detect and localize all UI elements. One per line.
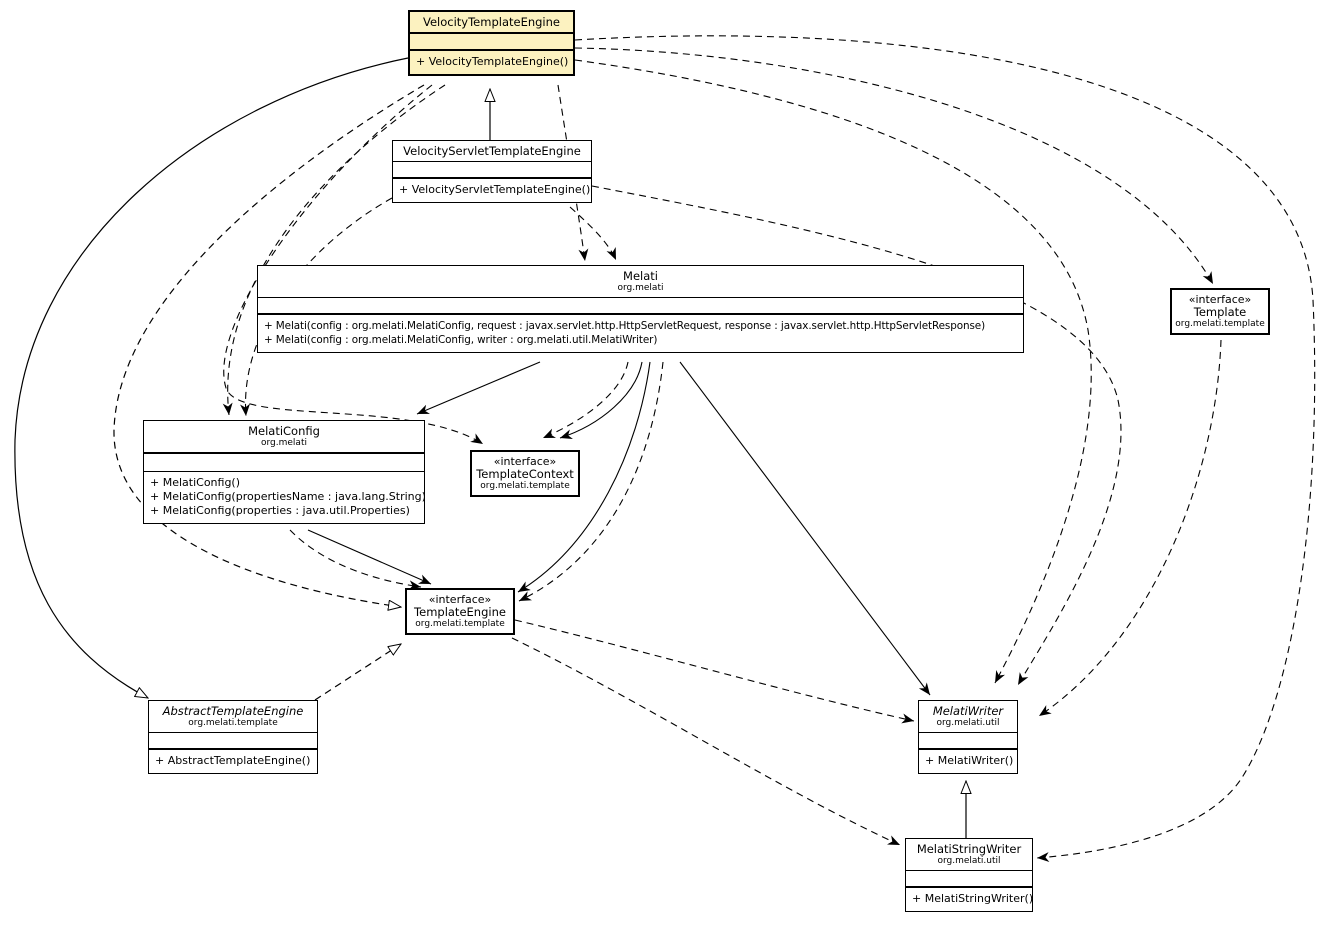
class-template-context[interactable]: «interface» TemplateContext org.melati.t… bbox=[470, 450, 580, 497]
class-title: VelocityServletTemplateEngine bbox=[393, 141, 591, 162]
class-melati-string-writer[interactable]: MelatiStringWriter org.melati.util + Mel… bbox=[905, 838, 1033, 912]
package-label: org.melati bbox=[261, 438, 307, 448]
class-name: MelatiConfig bbox=[248, 424, 320, 438]
edge-velocityservlettemplateengine-dependency-melaticonfig bbox=[240, 197, 393, 417]
edge-melati-dependency-templateengine bbox=[518, 361, 664, 602]
class-name: Template bbox=[1193, 305, 1247, 319]
attributes-compartment bbox=[410, 34, 573, 51]
edge-velocitytemplateengine-generalization-abstracttemplateengine bbox=[14, 57, 409, 698]
methods-compartment: + MelatiConfig() + MelatiConfig(properti… bbox=[144, 472, 426, 523]
attributes-compartment bbox=[906, 871, 1032, 888]
edge-abstracttemplateengine-realization-templateengine bbox=[314, 644, 401, 701]
edge-melati-dependency-templatecontext bbox=[542, 361, 629, 439]
class-template-engine[interactable]: «interface» TemplateEngine org.melati.te… bbox=[405, 588, 515, 635]
edge-velocityservlettemplateengine-dependency-melatiwriter bbox=[591, 185, 1122, 686]
method-label: + MelatiConfig() bbox=[150, 476, 241, 489]
edge-velocitytemplateengine-dependency-templatecontext bbox=[223, 84, 484, 445]
edge-melati-association-melaticonfig bbox=[416, 361, 541, 415]
method-label: + MelatiWriter() bbox=[925, 754, 1014, 767]
class-name: MelatiStringWriter bbox=[916, 842, 1022, 856]
package-label: org.melati.util bbox=[936, 718, 1000, 728]
methods-compartment: + MelatiWriter() bbox=[919, 750, 1017, 773]
edge-velocitytemplateengine-dependency-melatistringwriter bbox=[574, 35, 1316, 863]
package-label: org.melati.template bbox=[480, 481, 570, 491]
edge-velocitytemplateengine-dependency-melaticonfig bbox=[222, 84, 446, 416]
attributes-compartment bbox=[144, 454, 424, 472]
edge-velocityservlettemplateengine-dependency-melati bbox=[569, 206, 617, 261]
class-title: MelatiWriter org.melati.util bbox=[919, 701, 1017, 733]
method-label: + VelocityTemplateEngine() bbox=[416, 55, 569, 68]
class-name: AbstractTemplateEngine bbox=[162, 704, 304, 718]
class-name: TemplateEngine bbox=[414, 605, 506, 619]
package-label: org.melati.template bbox=[188, 718, 278, 728]
edge-velocitytemplateengine-realization-templateengine bbox=[113, 84, 425, 607]
methods-compartment: + MelatiStringWriter() bbox=[906, 888, 1034, 911]
class-title: VelocityTemplateEngine bbox=[410, 12, 573, 34]
class-title: AbstractTemplateEngine org.melati.templa… bbox=[149, 701, 317, 733]
class-velocity-servlet-template-engine[interactable]: VelocityServletTemplateEngine + Velocity… bbox=[392, 140, 592, 203]
methods-compartment: + VelocityTemplateEngine() bbox=[410, 51, 573, 74]
edge-velocitytemplateengine-dependency-melati bbox=[557, 84, 589, 262]
method-label: + Melati(config : org.melati.MelatiConfi… bbox=[264, 320, 986, 332]
attributes-compartment bbox=[149, 733, 317, 750]
class-template[interactable]: «interface» Template org.melati.template bbox=[1170, 288, 1270, 335]
edge-melati-association-templateengine bbox=[517, 361, 651, 593]
class-name: Melati bbox=[623, 269, 658, 283]
edge-templateengine-dependency-melatistringwriter bbox=[511, 637, 901, 846]
class-name: TemplateContext bbox=[476, 467, 574, 481]
class-velocity-template-engine[interactable]: VelocityTemplateEngine + VelocityTemplat… bbox=[408, 10, 575, 76]
edge-melaticonfig-dependency-templateengine bbox=[289, 529, 422, 591]
class-name: VelocityTemplateEngine bbox=[422, 15, 560, 29]
stereotype-label: «interface» bbox=[1188, 293, 1252, 306]
method-label: + Melati(config : org.melati.MelatiConfi… bbox=[264, 334, 658, 346]
class-title: MelatiConfig org.melati bbox=[144, 421, 424, 454]
edge-templateengine-dependency-melatiwriter bbox=[514, 619, 915, 724]
stereotype-label: «interface» bbox=[428, 593, 492, 606]
class-title: Melati org.melati bbox=[258, 266, 1023, 298]
package-label: org.melati.template bbox=[415, 619, 505, 629]
package-label: org.melati.template bbox=[1175, 319, 1265, 329]
edge-template-dependency-melatiwriter bbox=[1038, 339, 1222, 717]
methods-compartment: + Melati(config : org.melati.MelatiConfi… bbox=[258, 315, 1023, 352]
method-label: + MelatiConfig(properties : java.util.Pr… bbox=[150, 504, 410, 517]
method-label: + MelatiConfig(propertiesName : java.lan… bbox=[150, 490, 426, 503]
edge-melati-association-melatiwriter bbox=[679, 361, 931, 696]
package-label: org.melati.util bbox=[937, 856, 1001, 866]
class-melati-writer[interactable]: MelatiWriter org.melati.util + MelatiWri… bbox=[918, 700, 1018, 774]
class-title: MelatiStringWriter org.melati.util bbox=[906, 839, 1032, 871]
edge-velocitytemplateengine-dependency-melatiwriter bbox=[574, 59, 1092, 684]
method-label: + AbstractTemplateEngine() bbox=[155, 754, 311, 767]
edge-velocitytemplateengine-dependency-template bbox=[574, 47, 1214, 285]
method-label: + MelatiStringWriter() bbox=[912, 892, 1034, 905]
attributes-compartment bbox=[258, 298, 1023, 315]
class-melati-config[interactable]: MelatiConfig org.melati + MelatiConfig()… bbox=[143, 420, 426, 524]
edge-melati-association-templatecontext bbox=[559, 361, 643, 440]
class-name: VelocityServletTemplateEngine bbox=[403, 144, 581, 158]
class-name: MelatiWriter bbox=[932, 704, 1004, 718]
methods-compartment: + VelocityServletTemplateEngine() bbox=[393, 179, 591, 202]
methods-compartment: + AbstractTemplateEngine() bbox=[149, 750, 317, 773]
class-melati[interactable]: Melati org.melati + Melati(config : org.… bbox=[257, 265, 1024, 353]
package-label: org.melati bbox=[617, 283, 664, 293]
stereotype-label: «interface» bbox=[493, 455, 557, 468]
attributes-compartment bbox=[919, 733, 1017, 750]
attributes-compartment bbox=[393, 162, 591, 179]
edge-melaticonfig-association-templateengine bbox=[307, 529, 432, 585]
class-abstract-template-engine[interactable]: AbstractTemplateEngine org.melati.templa… bbox=[148, 700, 318, 774]
method-label: + VelocityServletTemplateEngine() bbox=[399, 183, 591, 196]
